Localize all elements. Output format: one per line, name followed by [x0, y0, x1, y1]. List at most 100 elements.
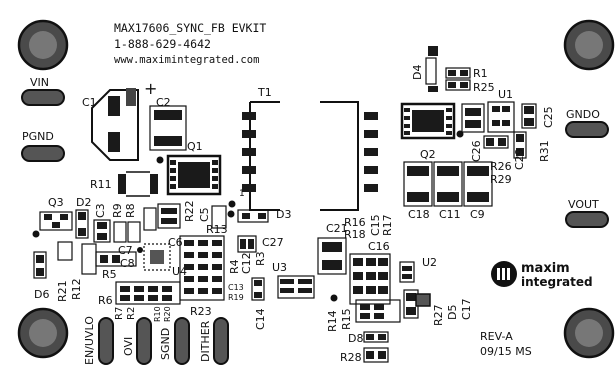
controller-u4-footprint [137, 243, 171, 271]
terminal-pad-vout[interactable] [565, 211, 609, 228]
label-r11: R11 [90, 178, 112, 191]
feedback-network-footprint [330, 253, 391, 305]
pad-d3-a [242, 213, 250, 219]
terminal-pad-dither[interactable] [213, 317, 229, 365]
label-c3: C3 [94, 203, 107, 218]
outline-r9 [113, 221, 127, 243]
mounting-hole-top-right [563, 19, 615, 71]
pin1-dot-r22 [227, 210, 235, 218]
t1-pin1-mark: 1 [239, 189, 245, 199]
terminal-label-pgnd: PGND [22, 130, 54, 143]
outline-d3 [237, 209, 269, 223]
label-r31: R31 [538, 140, 551, 162]
maxim-logo [491, 261, 517, 287]
phone-number: 1-888-629-4642 [114, 37, 211, 51]
pad-d3-b [258, 213, 266, 219]
label-r12: R12 [70, 278, 83, 300]
c1-polarity-band [126, 88, 136, 106]
label-r26: R26 [490, 160, 512, 173]
outline-c3 [93, 219, 111, 243]
label-u1: U1 [498, 88, 513, 101]
capacitor-c1-footprint [91, 89, 139, 161]
pad-c21-b [322, 260, 342, 270]
terminal-label-dither: DITHER [199, 320, 212, 362]
terminal-pad-ovi[interactable] [136, 317, 152, 365]
label-r15: R15 [340, 308, 353, 330]
label-d4: D4 [411, 65, 424, 80]
terminal-label-vin: VIN [30, 76, 49, 89]
pad-c25-a [524, 106, 534, 114]
terminal-label-vout: VOUT [568, 198, 599, 211]
outline-r22 [211, 205, 227, 229]
mounting-hole-bottom-left [17, 307, 69, 359]
label-r6: R6 [98, 294, 113, 307]
pad-d2-b [78, 228, 86, 236]
pad-c2-a [154, 110, 182, 120]
label-u2: U2 [422, 256, 437, 269]
label-c6: C6 [168, 236, 183, 249]
outline-r8 [127, 221, 141, 243]
pad-array-1 [120, 286, 130, 292]
label-d6: D6 [34, 288, 49, 301]
pad-q3-3 [52, 222, 60, 228]
label-r16: R16 [344, 216, 366, 229]
label-r9: R9 [111, 203, 124, 218]
outline-d8 [363, 331, 389, 343]
terminal-pad-sgnd[interactable] [174, 317, 190, 365]
pad-q3-1 [44, 214, 52, 220]
label-q2: Q2 [420, 148, 436, 161]
label-r8: R8 [124, 203, 137, 218]
terminal-pad-vin[interactable] [21, 89, 65, 106]
pad-c11-b [437, 192, 459, 202]
label-c29: C29 [513, 148, 526, 170]
pad-array-7 [148, 295, 158, 301]
outline-r14-r15 [355, 299, 401, 323]
pad-d2-a [78, 212, 86, 220]
pad-r5-a [100, 255, 108, 263]
outline-c25 [521, 103, 537, 129]
logo-line2: integrated [521, 275, 593, 289]
pad-r25-a [448, 82, 456, 88]
terminal-pad-en-uvlo[interactable] [98, 317, 114, 365]
pad-r14-b [374, 304, 384, 310]
outline-r22-left [143, 207, 157, 231]
label-r14: R14 [326, 310, 339, 332]
pad-array-4 [162, 286, 172, 292]
label-r5: R5 [102, 268, 117, 281]
resistor-array-u4 [179, 235, 225, 301]
pad-c26-b [465, 120, 481, 128]
label-r22: R22 [183, 200, 196, 222]
revision: REV-A [480, 330, 513, 343]
terminal-label-gndo: GNDO [566, 108, 600, 121]
transformer-t1-footprint [228, 101, 378, 211]
polarity-mark: + [144, 79, 157, 98]
label-c5: C5 [198, 207, 211, 222]
label-d5: D5 [446, 305, 459, 320]
pad-r27-a [406, 293, 416, 301]
mosfet-q2-footprint [400, 102, 464, 140]
pad-c2-b [154, 136, 182, 146]
label-d3: D3 [276, 208, 291, 221]
label-c2: C2 [156, 96, 171, 109]
pad-c5-b [161, 218, 177, 224]
pad-array-5 [120, 295, 130, 301]
terminal-pad-pgnd[interactable] [21, 145, 65, 162]
outline-r12 [81, 243, 97, 275]
outline-u1-c26 [461, 103, 485, 133]
outline-q3 [39, 211, 73, 231]
label-c14: C14 [254, 308, 267, 330]
label-c15: C15 [369, 214, 382, 236]
pad-c9-a [467, 166, 489, 176]
label-c18: C18 [408, 208, 430, 221]
pad-u1-3 [492, 120, 500, 126]
label-c27: C27 [262, 236, 284, 249]
label-d2: D2 [76, 196, 91, 209]
outline-d4 [425, 57, 437, 85]
outline-c27 [237, 235, 257, 253]
terminal-pad-gndo[interactable] [565, 121, 609, 138]
pad-r1-a [448, 70, 456, 76]
pad-r31-b [516, 148, 524, 156]
pad-r5-b [112, 255, 120, 263]
terminal-label-sgnd: SGND [159, 328, 172, 360]
pad-d5 [415, 293, 431, 307]
